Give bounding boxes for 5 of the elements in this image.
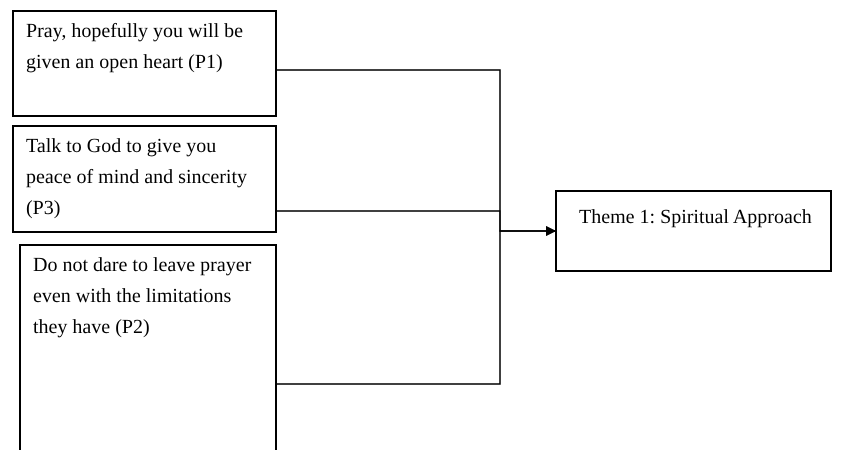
text-box: Pray, hopefully you will be given an open heart (P1) [12,10,277,117]
text-box: Do not dare to leave prayer even with the limitations they have (P2) [19,244,277,450]
text-box: Talk to God to give you peace of mind and sincerity (P3) [12,125,277,233]
connector-arrow [277,226,556,385]
text-box: Theme 1: Spiritual Approach [555,190,832,272]
